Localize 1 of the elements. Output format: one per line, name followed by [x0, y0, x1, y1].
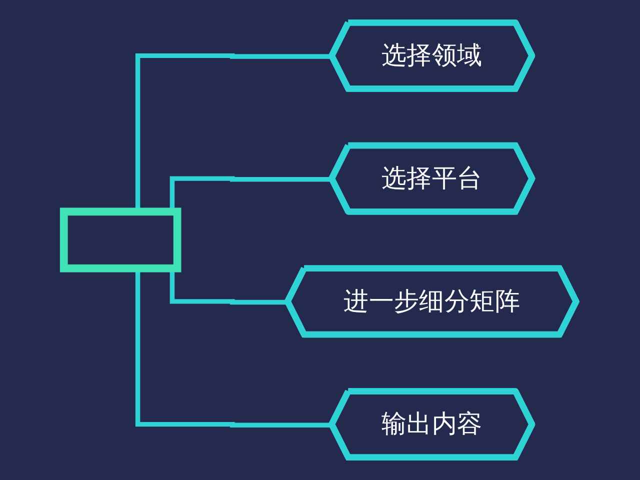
node-box [60, 208, 182, 272]
